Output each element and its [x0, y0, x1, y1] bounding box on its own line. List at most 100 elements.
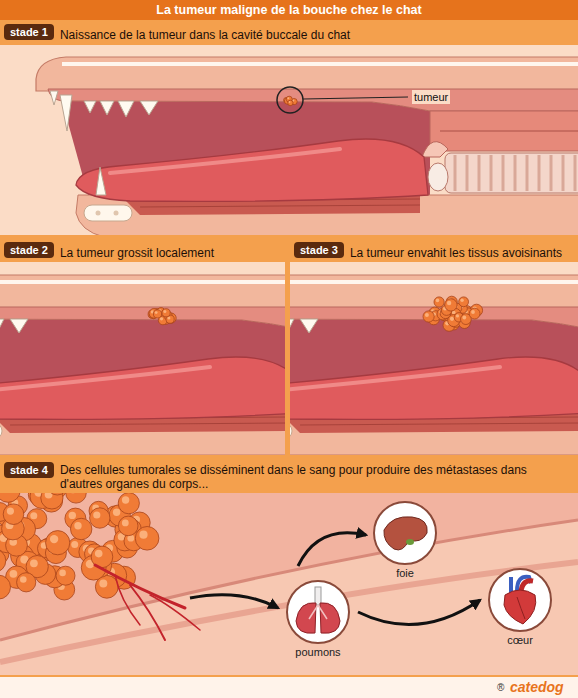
tumor-cell [71, 518, 92, 539]
tumor-cluster [423, 296, 483, 331]
stage-badge: stade 4 [4, 462, 54, 478]
organ-picture [521, 581, 533, 591]
tumor-cell-shine [436, 299, 440, 303]
stage-heading: Naissance de la tumeur dans la cavité bu… [60, 28, 350, 42]
callout-label: tumeur [412, 90, 450, 104]
organ-picture [372, 500, 438, 566]
tumor-cell [56, 566, 75, 585]
tumor-cell [118, 493, 139, 514]
organ-label: poumons [278, 645, 358, 659]
organ-label: foie [365, 566, 445, 580]
stage-1-drawing [277, 87, 303, 113]
tumor-cell-shine [7, 508, 14, 515]
tumor-cell-shine [30, 512, 37, 519]
tumor-cell-shine [447, 301, 451, 305]
spread-arrow [190, 595, 278, 608]
organ-label: cœur [480, 633, 560, 647]
tumor-cell-shine [450, 317, 454, 321]
tumor-cell-shine [59, 570, 66, 577]
organ-picture [487, 567, 553, 633]
stage-heading: La tumeur envahit les tissus avoisinants [350, 246, 562, 260]
stage-4-drawing [0, 520, 578, 675]
tumor-cell-shine [425, 313, 429, 317]
panel-ground [0, 493, 578, 675]
stage-panel: La tumeur envahit les tissus avoisinants… [290, 239, 578, 455]
spread-arrow [298, 533, 366, 566]
organ-circle: poumons [278, 579, 358, 663]
tumor-cell-shine [167, 317, 170, 320]
organ-picture [406, 539, 414, 545]
stage-number: stade 1 [10, 25, 48, 39]
tumor-cell [135, 527, 159, 551]
tumor-cell-shine [50, 535, 58, 543]
tumor-cluster [0, 493, 159, 600]
tumor-cell-shine [10, 570, 18, 578]
organ-picture [309, 605, 327, 619]
tumor-cell-shine [93, 511, 100, 518]
stage-badge: stade 1 [4, 24, 54, 40]
stage-3-drawing [290, 275, 578, 455]
stage-1-drawing [303, 97, 408, 99]
tumor-cell [288, 100, 293, 105]
stage-3-drawing [290, 275, 578, 455]
footer-band [0, 677, 578, 698]
tumor-cell [47, 493, 69, 495]
blood-vessel [95, 565, 200, 640]
organ-picture [285, 579, 351, 645]
tumor-cell-shine [471, 310, 475, 314]
tumor-cell-shine [462, 316, 466, 320]
tumor-cell-shine [122, 496, 129, 503]
tumor-cell-shine [113, 509, 120, 516]
stage-1-drawing [36, 57, 578, 235]
tumor-cell [0, 575, 11, 599]
tumor-cell-shine [160, 317, 163, 320]
tumor-cell-shine [69, 493, 76, 494]
tumor-cell [434, 297, 444, 307]
registered-mark-box: ® [497, 681, 504, 695]
stage-heading: La tumeur grossit localement [60, 246, 214, 260]
organ-picture [517, 597, 525, 619]
tumor-cell [41, 493, 63, 509]
organ-picture [384, 517, 427, 550]
stage-badge: stade 2 [4, 242, 54, 258]
stage-2-drawing [0, 275, 285, 455]
tumor-cell-shine [287, 97, 289, 99]
organ-picture [504, 590, 536, 624]
tumor-cell-shine [30, 559, 38, 567]
tumor-cell-shine [122, 520, 129, 527]
tumor-cell [469, 308, 480, 319]
stage-panel: Naissance de la tumeur dans la cavité bu… [0, 21, 578, 235]
tumor-cell [3, 504, 24, 525]
stage-number: stade 3 [300, 243, 338, 257]
blood-vessel [150, 595, 200, 630]
callout-label-box: tumeur [412, 90, 450, 104]
tumor-cell-shine [289, 101, 291, 103]
tumor-cell [66, 493, 87, 503]
tumor-cell [153, 310, 161, 318]
blood-vessel [115, 575, 140, 625]
spread-arrow [358, 600, 480, 625]
blood-vessel [130, 585, 165, 640]
tumor-cluster [148, 308, 176, 325]
tumor-cell-shine [45, 493, 53, 499]
organ-picture [489, 569, 551, 631]
stage-number: stade 4 [10, 463, 48, 477]
tumor-cell-shine [155, 311, 158, 314]
tumor-cell [118, 516, 138, 536]
tumor-cell-shine [69, 512, 76, 519]
logo: catedog [510, 678, 564, 696]
tumor-cell [459, 297, 469, 307]
stage-2-drawing [0, 275, 285, 455]
tumor-cell [90, 508, 110, 528]
stage-heading: Des cellules tumorales se disséminent da… [60, 463, 572, 491]
logo-box: catedog [510, 678, 564, 696]
tumor-cell-shine [139, 531, 147, 539]
title-band [0, 0, 578, 20]
organ-circle: foie [365, 500, 445, 584]
organ-picture [287, 581, 349, 643]
tumor-cell-shine [71, 541, 78, 548]
tumor-cell-shine [20, 576, 27, 583]
blood-vessel [95, 565, 185, 608]
tumor-cluster [284, 96, 298, 105]
